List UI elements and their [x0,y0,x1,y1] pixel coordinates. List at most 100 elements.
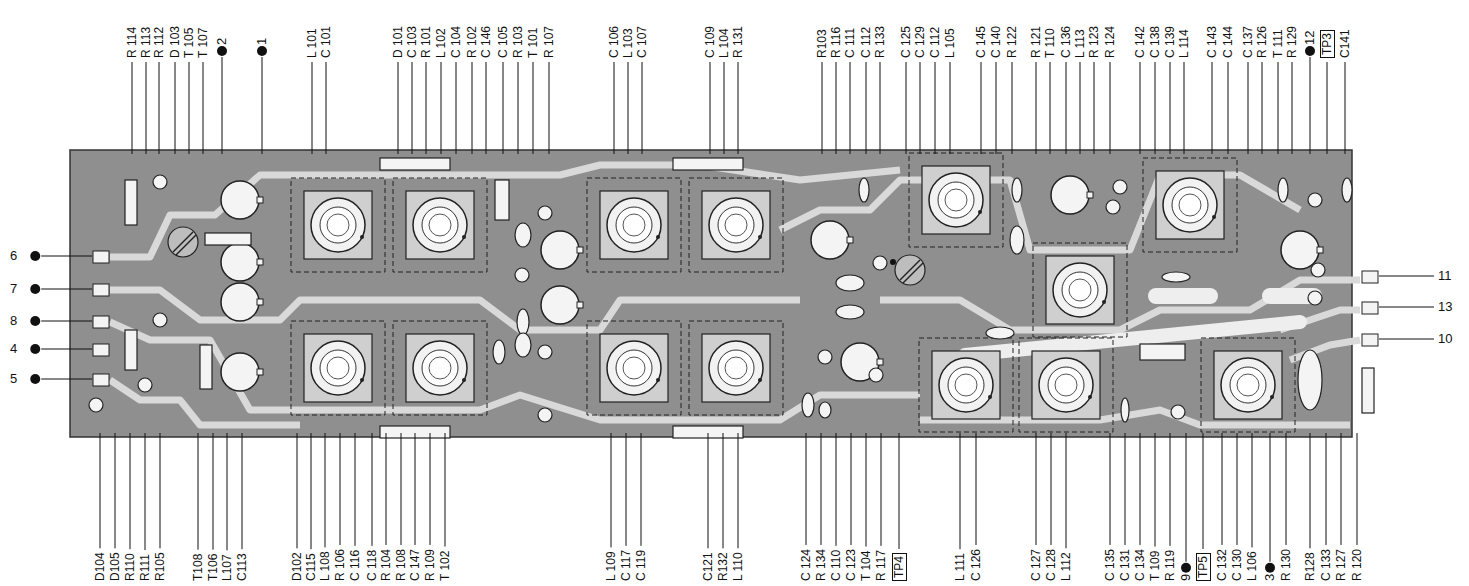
transistor [221,243,263,281]
part-label: C141 [1338,29,1352,58]
leader-line [41,349,92,350]
part-label: C 119 [634,550,648,581]
part-label: C 146 [479,26,493,58]
part-label: R 113 [139,27,153,58]
leader-line [935,62,936,154]
part-label: R 134 [814,549,828,581]
part-label: R105 [153,552,167,581]
part-label: T 109 [1148,551,1162,581]
terminal-dot [1181,563,1191,573]
part-label: C 129 [913,26,927,58]
leader-line [1270,433,1271,562]
leader-line [312,62,313,154]
leader-line [1379,307,1434,308]
leader-line [203,62,204,154]
part-label: R 117 [874,550,888,581]
leader-line [115,433,116,548]
solder-pad [1308,193,1322,207]
leader-line [1155,62,1156,154]
leader-line [1248,62,1249,154]
leader-line [1036,433,1037,545]
leader-line [614,62,615,154]
part-label: L 101 [305,28,319,58]
part-label: T 104 [859,551,873,581]
leader-line [1345,62,1346,154]
leader-line [41,289,92,290]
shielded-coil [1143,158,1237,252]
leader-line [1310,433,1311,548]
capacitor [986,327,1014,339]
capacitor [1121,398,1129,422]
leader-line [415,433,416,545]
leader-line [1066,62,1067,154]
leader-line [1341,433,1342,545]
part-label: C 116 [348,550,362,581]
part-label: D104 [93,552,107,581]
leader-line [130,433,131,549]
part-label: R 124 [1103,26,1117,58]
part-label: C 147 [408,549,422,581]
leader-line [372,433,373,546]
leader-line [1066,433,1067,548]
part-label: D102 [290,552,304,581]
connector-pad [93,316,109,328]
part-label: C 105 [496,26,510,58]
part-label: R 112 [152,27,166,58]
leader-line [611,433,612,547]
pin-number: 3 [1263,574,1277,581]
shielded-coil [587,178,681,272]
part-label: T 107 [196,28,210,58]
solder-pad [138,378,152,392]
part-label: L 106 [1245,551,1259,581]
connector-pad [93,344,109,356]
capacitor [1278,178,1288,202]
leader-line [1379,339,1434,340]
connector-pad [1362,302,1378,314]
leader-line [222,57,223,154]
shielded-coil [1033,243,1127,337]
leader-line [906,62,907,154]
part-label: C 134 [1133,549,1147,581]
connector-pad [1362,334,1378,346]
part-label: C 110 [829,550,843,581]
part-label: R 121 [1029,26,1043,58]
leader-line [628,62,629,154]
leader-line [880,62,881,154]
pin-number: 8 [10,314,17,328]
part-label: R 133 [873,26,887,58]
capacitor [1010,226,1024,254]
capacitor [1162,272,1190,282]
transistor [221,353,263,391]
part-label: C 136 [1059,26,1073,58]
part-label: C 109 [703,26,717,58]
board-slot [1262,288,1322,304]
pin-number: 6 [10,249,17,263]
solder-pad [538,408,552,422]
terminal-dot [30,344,40,354]
trimmer [168,227,198,257]
solder-pad [818,350,832,364]
part-label: C 112 [928,27,942,58]
resistor [673,158,743,170]
part-label: L 105 [943,28,957,58]
shielded-coil [291,321,385,415]
transistor [1051,176,1093,214]
shielded-coil [291,178,385,272]
connector-pad [1362,271,1378,283]
transistor [811,221,853,259]
leader-line [1036,62,1037,154]
part-label: L 104 [717,28,731,58]
leader-line [1379,276,1434,277]
part-label: L 110 [731,552,745,581]
leader-line [175,62,176,154]
leader-line [1237,433,1238,545]
leader-line [189,62,190,154]
part-label: C 111 [843,28,857,58]
part-label: C 135 [1103,549,1117,581]
leader-line [1140,433,1141,545]
part-label: C 145 [974,26,988,58]
leader-line [311,433,312,549]
test-point: TP3 [1320,30,1335,58]
leader-line [920,62,921,154]
capacitor [517,309,529,335]
